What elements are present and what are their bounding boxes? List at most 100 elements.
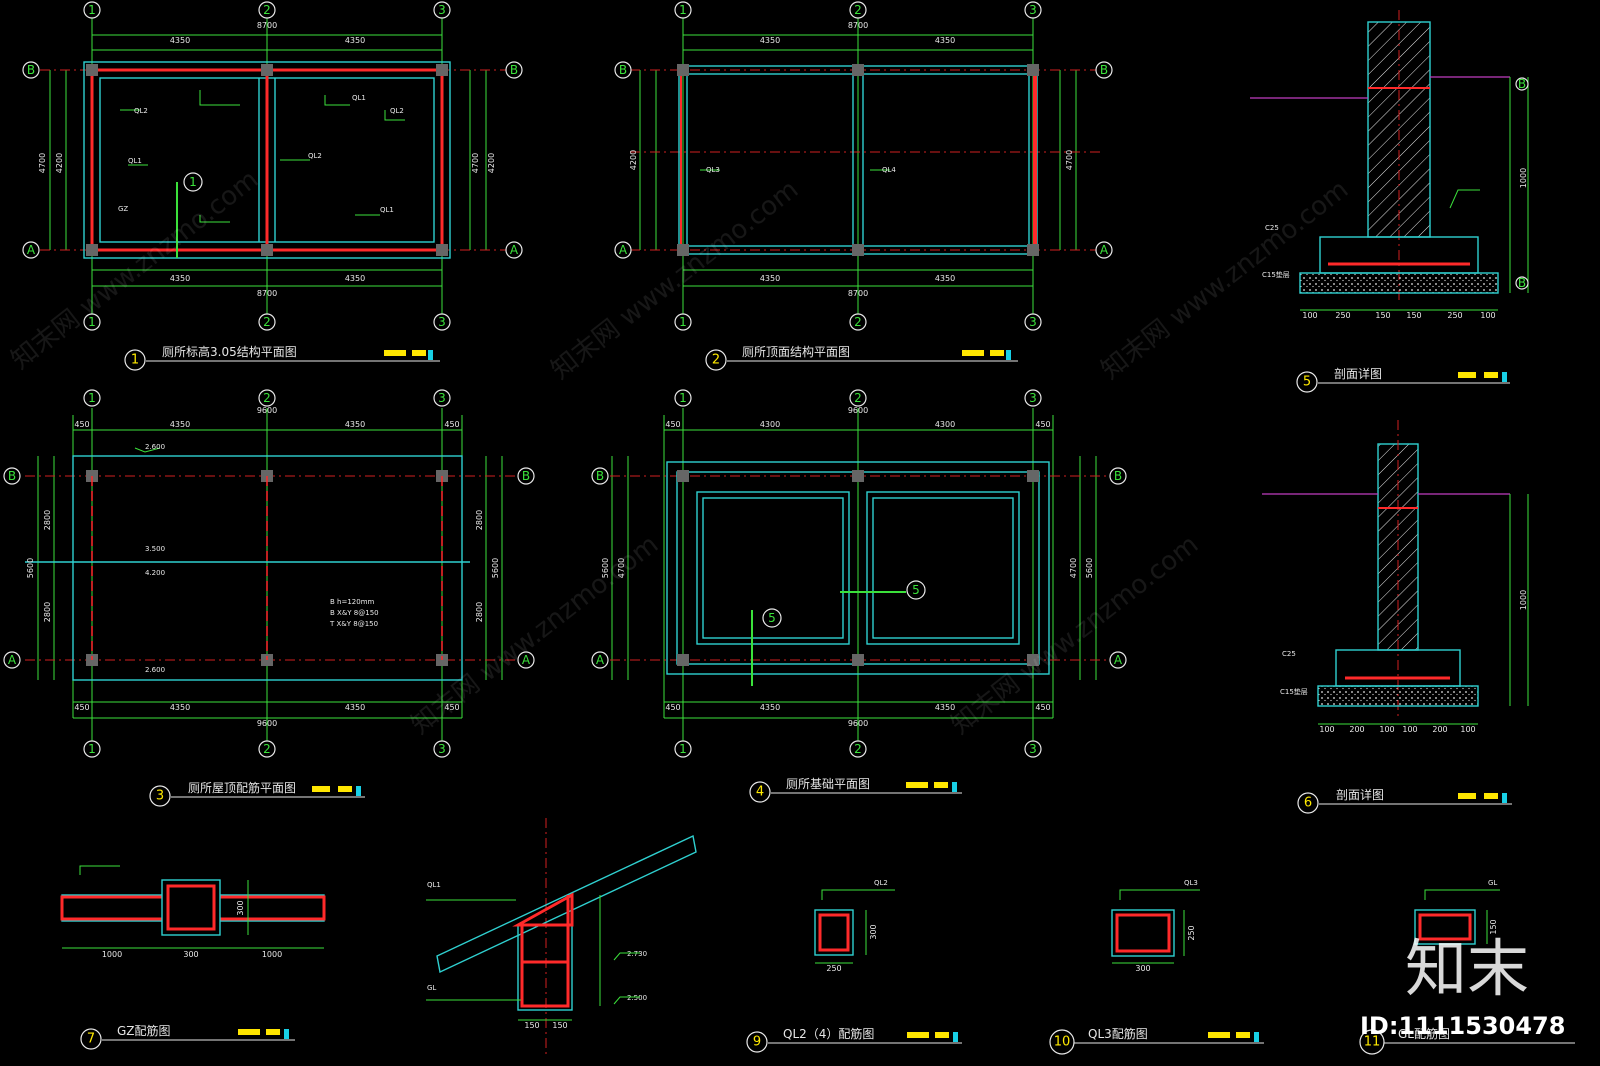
svg-text:2: 2 xyxy=(854,391,862,405)
svg-text:150: 150 xyxy=(1406,311,1421,320)
drawing-9-title: QL2（4）配筋图 xyxy=(783,1026,874,1041)
svg-text:1: 1 xyxy=(131,353,139,368)
svg-text:5: 5 xyxy=(768,611,776,625)
svg-text:1: 1 xyxy=(679,3,687,17)
svg-text:5: 5 xyxy=(1303,375,1311,390)
label-ql1: QL1 xyxy=(352,94,366,102)
svg-text:9600: 9600 xyxy=(257,719,277,728)
svg-text:150: 150 xyxy=(552,1021,567,1030)
svg-text:B: B xyxy=(596,469,604,483)
svg-text:4350: 4350 xyxy=(760,703,780,712)
detail-7-gz: 1000 300 1000 300 xyxy=(60,865,326,959)
drawing-4-title: 厕所基础平面图 xyxy=(786,777,870,791)
section-6: C25 C15垫层 100 200 100 100 200 100 1000 xyxy=(1262,420,1529,734)
svg-text:1000: 1000 xyxy=(262,950,282,959)
svg-text:B X&Y 8@150: B X&Y 8@150 xyxy=(330,609,379,617)
svg-text:8700: 8700 xyxy=(848,21,868,30)
svg-text:1: 1 xyxy=(679,391,687,405)
svg-text:250: 250 xyxy=(1335,311,1350,320)
svg-text:QL3: QL3 xyxy=(1184,879,1198,887)
svg-text:3: 3 xyxy=(438,391,446,405)
drawing-1-title: 厕所标高3.05结构平面图 xyxy=(162,344,297,359)
svg-text:450: 450 xyxy=(665,420,680,429)
title-drawing-2: 2 厕所顶面结构平面图 xyxy=(705,344,1018,371)
svg-text:3: 3 xyxy=(1029,315,1037,329)
label-ql1: QL1 xyxy=(128,157,142,165)
svg-text:1: 1 xyxy=(189,175,197,189)
svg-text:3: 3 xyxy=(438,3,446,17)
plan-1-structure-3.05: QL2 QL1 QL2 QL1 QL2 GZ QL1 1 4350 4350 8… xyxy=(22,1,523,331)
svg-text:100: 100 xyxy=(1302,311,1317,320)
svg-text:知末网 www.znzmo.com: 知末网 www.znzmo.com xyxy=(406,530,664,741)
svg-text:100: 100 xyxy=(1319,725,1334,734)
svg-text:1: 1 xyxy=(88,315,96,329)
svg-text:1: 1 xyxy=(88,391,96,405)
svg-text:3.500: 3.500 xyxy=(145,545,165,553)
svg-text:9600: 9600 xyxy=(848,719,868,728)
svg-text:300: 300 xyxy=(183,950,198,959)
svg-text:B: B xyxy=(8,469,16,483)
drawing-5-title: 剖面详图 xyxy=(1334,366,1382,381)
svg-text:200: 200 xyxy=(1432,725,1447,734)
svg-text:4700: 4700 xyxy=(38,153,47,173)
svg-text:1: 1 xyxy=(88,742,96,756)
svg-text:4350: 4350 xyxy=(760,274,780,283)
svg-text:9: 9 xyxy=(753,1035,761,1050)
title-drawing-11: 11 GL配筋图 xyxy=(1359,1026,1575,1055)
title-drawing-10: 10 QL3配筋图 xyxy=(1049,1026,1264,1055)
svg-text:2800: 2800 xyxy=(43,602,52,622)
svg-text:B: B xyxy=(27,63,35,77)
label-ql2: QL2 xyxy=(308,152,322,160)
svg-text:2: 2 xyxy=(854,315,862,329)
dim-8700: 8700 xyxy=(257,289,277,298)
brand-logo: 知末 ID:1111530478 xyxy=(1360,932,1565,1040)
svg-text:450: 450 xyxy=(665,703,680,712)
svg-text:450: 450 xyxy=(444,420,459,429)
label-ql2: QL2 xyxy=(390,107,404,115)
svg-text:GL: GL xyxy=(427,984,436,992)
svg-text:450: 450 xyxy=(1035,703,1050,712)
svg-text:2: 2 xyxy=(263,3,271,17)
svg-text:4350: 4350 xyxy=(760,36,780,45)
drawing-6-title: 剖面详图 xyxy=(1336,787,1384,802)
title-drawing-3: 3 厕所屋顶配筋平面图 xyxy=(149,780,365,807)
svg-text:2: 2 xyxy=(263,391,271,405)
svg-text:250: 250 xyxy=(1187,925,1196,940)
plan-4-foundation: 5 5 4300 4300 9600 450 450 4350 4350 960… xyxy=(591,389,1127,758)
svg-text:4200: 4200 xyxy=(629,150,638,170)
drawing-2-title: 厕所顶面结构平面图 xyxy=(742,344,850,359)
title-drawing-5: 5 剖面详图 xyxy=(1296,366,1510,393)
title-drawing-9: 9 QL2（4）配筋图 xyxy=(746,1026,962,1053)
svg-text:B: B xyxy=(619,63,627,77)
dim-4350: 4350 xyxy=(345,36,365,45)
title-drawing-6: 6 剖面详图 xyxy=(1297,787,1512,814)
title-drawing-1: 1 厕所标高3.05结构平面图 xyxy=(124,344,440,371)
svg-text:2: 2 xyxy=(854,742,862,756)
svg-text:9600: 9600 xyxy=(848,406,868,415)
plan-2-roof-structure: QL3 QL4 4350 4350 8700 4350 4350 8700 42… xyxy=(614,1,1113,331)
svg-text:2: 2 xyxy=(263,315,271,329)
svg-text:9600: 9600 xyxy=(257,406,277,415)
detail-10-ql3: QL3 300 250 xyxy=(1111,879,1200,973)
label-gz: GZ xyxy=(118,205,128,213)
detail-11-gl: GL 150 xyxy=(1414,879,1500,945)
svg-text:4350: 4350 xyxy=(935,274,955,283)
svg-text:10: 10 xyxy=(1054,1035,1071,1050)
svg-text:5: 5 xyxy=(912,583,920,597)
dim-4350: 4350 xyxy=(170,36,190,45)
svg-text:3: 3 xyxy=(438,742,446,756)
plan-3-roof-reinforcement: 2.600 3.500 4.200 2.600 B h=120mm B X&Y … xyxy=(3,389,535,758)
drawing-7-title: GZ配筋图 xyxy=(117,1023,171,1038)
svg-text:3: 3 xyxy=(1029,3,1037,17)
svg-text:1: 1 xyxy=(679,742,687,756)
slab-thickness-note: B h=120mm xyxy=(330,598,375,606)
section-5: C25 C15垫层 100 250 150 150 250 100 1000 B… xyxy=(1250,10,1529,320)
svg-text:C15垫层: C15垫层 xyxy=(1280,687,1308,696)
label-ql1: QL1 xyxy=(380,206,394,214)
dim-4350: 4350 xyxy=(345,274,365,283)
svg-text:2.500: 2.500 xyxy=(627,994,647,1002)
svg-text:QL3: QL3 xyxy=(706,166,720,174)
svg-text:2800: 2800 xyxy=(43,510,52,530)
svg-text:4200: 4200 xyxy=(55,153,64,173)
